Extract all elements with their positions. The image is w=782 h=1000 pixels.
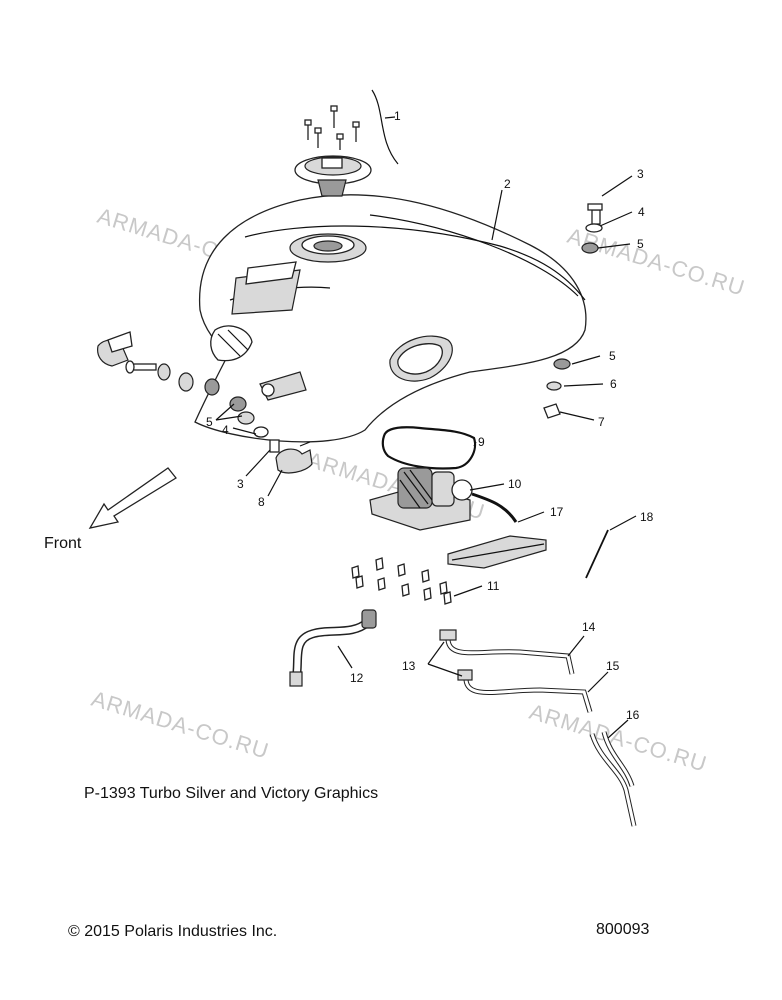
watermark-4: ARMADA-CO.RU	[89, 686, 273, 764]
vent-rod	[585, 529, 609, 579]
fuel-tank	[194, 194, 587, 443]
callout-18: 18	[640, 510, 654, 524]
fuel-cap-assembly	[294, 89, 399, 197]
fuel-pump	[369, 467, 547, 569]
callout-13: 13	[402, 659, 416, 673]
callout-5b: 5	[609, 349, 616, 363]
callout-1: 1	[394, 109, 401, 123]
callout-5c: 5	[206, 415, 213, 429]
front-label: Front	[44, 535, 82, 552]
pump-screws	[351, 557, 452, 605]
callout-4a: 4	[638, 205, 645, 219]
callout-3b: 3	[237, 477, 244, 491]
callout-3a: 3	[637, 167, 644, 181]
callout-9: 9	[478, 435, 485, 449]
callout-17: 17	[550, 505, 564, 519]
callout-11: 11	[487, 579, 500, 593]
diagram-number: 800093	[596, 921, 650, 938]
front-arrow-icon	[88, 467, 177, 529]
watermark-2: ARMADA-CO.RU	[565, 223, 749, 301]
vent-hose	[589, 731, 637, 827]
leader-lines	[215, 175, 637, 739]
right-fasteners	[543, 203, 603, 419]
callout-16: 16	[626, 708, 640, 722]
gasket	[381, 426, 477, 470]
callout-6: 6	[610, 377, 617, 391]
copyright-notice: © 2015 Polaris Industries Inc.	[68, 923, 278, 940]
callout-15: 15	[606, 659, 620, 673]
callout-4b: 4	[222, 423, 229, 437]
callout-7: 7	[598, 415, 605, 429]
callout-10: 10	[508, 477, 522, 491]
callout-labels: 1 2 3 4 5 5 6 7 9 10 17 18 11 5 4 3 8 12…	[206, 109, 654, 722]
callout-14: 14	[582, 620, 596, 634]
callout-2: 2	[504, 177, 511, 191]
diagram-caption: P-1393 Turbo Silver and Victory Graphics	[84, 785, 379, 802]
callout-8: 8	[258, 495, 265, 509]
callout-5a: 5	[637, 237, 644, 251]
fuel-hose	[289, 609, 377, 687]
callout-12: 12	[350, 671, 364, 685]
fuel-lines	[439, 629, 593, 713]
left-fasteners	[97, 331, 313, 474]
